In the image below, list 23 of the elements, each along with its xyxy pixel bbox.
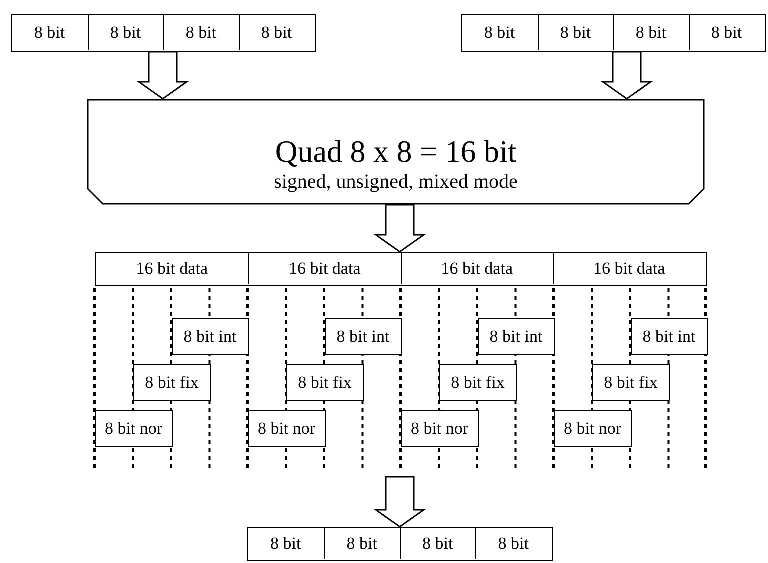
bit-field-box: 8 bit int xyxy=(324,318,402,355)
bit-field-box: 8 bit nor xyxy=(248,410,326,447)
multiplier-block xyxy=(87,99,705,205)
register xyxy=(461,14,766,52)
register xyxy=(11,14,316,52)
bit-field-box: 8 bit int xyxy=(478,318,555,355)
bit-field-box: 8 bit nor xyxy=(401,410,478,447)
bit-field-box: 8 bit int xyxy=(630,318,708,355)
bit-field-box: 8 bit fix xyxy=(286,364,364,401)
register xyxy=(95,252,707,286)
bit-field-box: 8 bit int xyxy=(172,318,249,355)
block-title: Quad 8 x 8 = 16 bit xyxy=(274,135,518,169)
block-arrow xyxy=(374,476,426,528)
block-subtitle: signed, unsigned, mixed mode xyxy=(273,171,519,193)
block-arrow xyxy=(374,204,426,253)
block-arrow xyxy=(600,51,654,100)
bit-field-box: 8 bit fix xyxy=(592,364,670,401)
bit-field-box: 8 bit fix xyxy=(439,364,517,401)
bit-field-box: 8 bit nor xyxy=(95,410,172,447)
register xyxy=(247,527,553,561)
bit-field-box: 8 bit nor xyxy=(554,410,632,447)
block-arrow xyxy=(136,51,190,100)
bit-field-box: 8 bit fix xyxy=(133,364,211,401)
